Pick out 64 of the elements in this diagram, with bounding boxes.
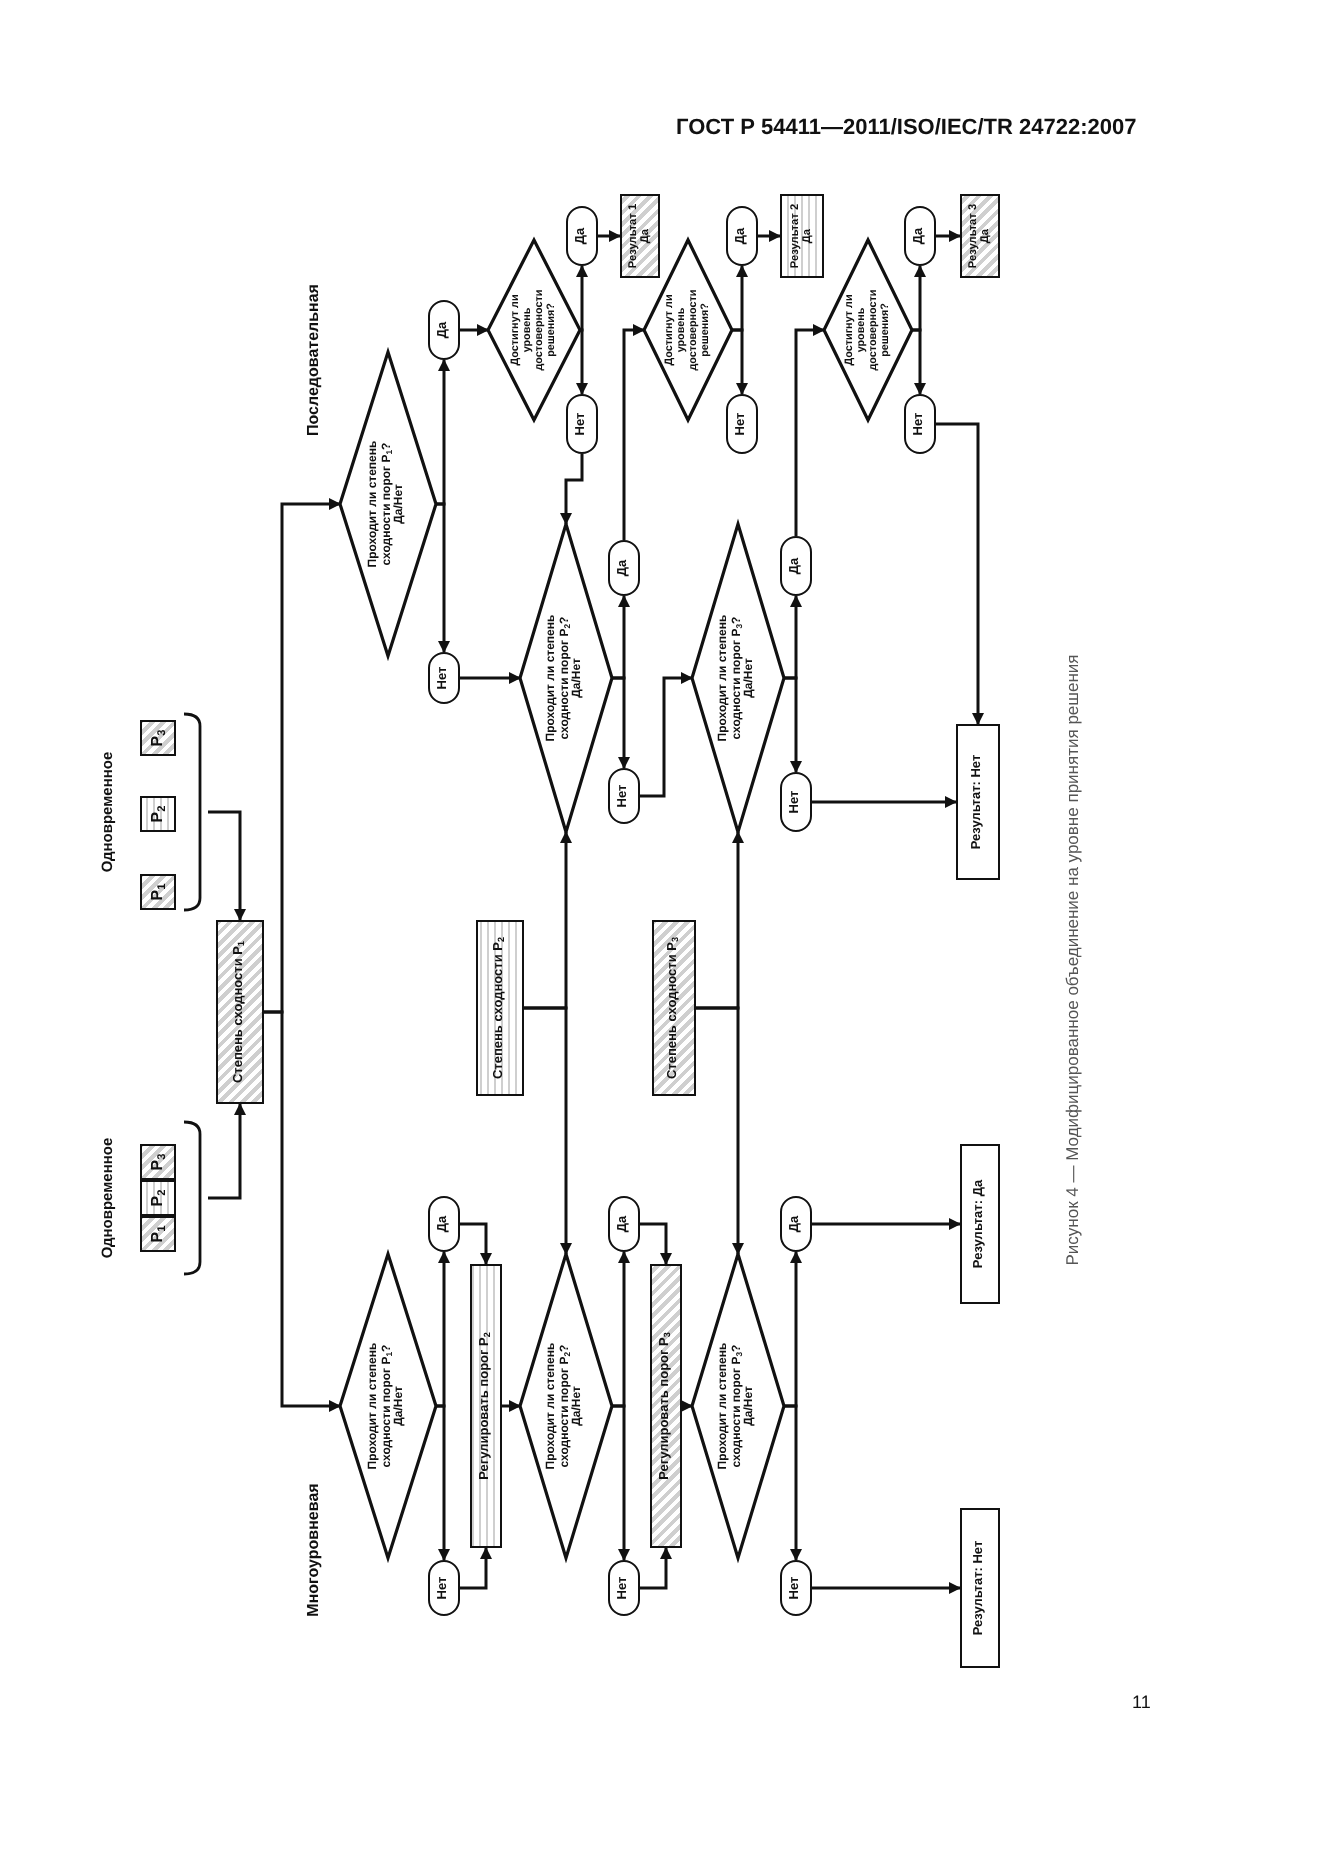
arrow bbox=[460, 1222, 492, 1265]
arrow bbox=[681, 1400, 693, 1412]
arrow bbox=[936, 230, 961, 242]
process-box bbox=[652, 920, 696, 1096]
arrow bbox=[460, 672, 521, 684]
arrow bbox=[436, 502, 450, 653]
arrow bbox=[502, 1400, 521, 1412]
arrow bbox=[640, 1547, 672, 1590]
running-header: ГОСТ Р 54411—2011/ISO/IEC/TR 24722:2007 bbox=[676, 116, 1137, 140]
arrow bbox=[576, 328, 588, 395]
process-box bbox=[960, 1144, 1000, 1304]
branch-label: Многоуровневая bbox=[302, 1481, 324, 1621]
arrow bbox=[612, 1404, 630, 1561]
arrow bbox=[524, 1006, 572, 1255]
result-box bbox=[620, 194, 660, 278]
arrow bbox=[436, 1404, 450, 1561]
arrow bbox=[576, 265, 588, 332]
process-box bbox=[956, 724, 1000, 880]
arrow bbox=[784, 595, 802, 680]
arrow bbox=[696, 1006, 744, 1255]
result-box bbox=[780, 194, 824, 278]
arrow bbox=[560, 454, 584, 525]
arrow bbox=[640, 1222, 672, 1265]
arrow bbox=[812, 1582, 961, 1594]
process-box bbox=[650, 1264, 682, 1548]
arrow bbox=[436, 1251, 450, 1408]
arrow bbox=[264, 1010, 341, 1412]
arrow bbox=[208, 1103, 246, 1200]
parameter-box bbox=[140, 1144, 176, 1180]
page-number: 11 bbox=[1132, 1692, 1151, 1712]
arrow bbox=[812, 1218, 961, 1230]
arrow bbox=[612, 1251, 630, 1408]
arrow bbox=[912, 328, 926, 395]
arrow bbox=[936, 422, 984, 725]
process-box bbox=[216, 920, 264, 1104]
arrow bbox=[612, 676, 630, 769]
arrow bbox=[784, 1404, 802, 1561]
parameter-box bbox=[140, 720, 176, 756]
arrow bbox=[732, 328, 748, 395]
arrow bbox=[208, 810, 246, 921]
arrow bbox=[622, 324, 645, 540]
arrow bbox=[640, 672, 693, 798]
arrow bbox=[612, 595, 630, 680]
parameter-box bbox=[140, 874, 176, 910]
parameter-box bbox=[140, 1180, 176, 1216]
arrow bbox=[784, 676, 802, 773]
arrow bbox=[784, 1251, 802, 1408]
arrow bbox=[598, 230, 621, 242]
arrow bbox=[812, 796, 957, 808]
arrow bbox=[732, 265, 748, 332]
arrow bbox=[436, 359, 450, 506]
process-box bbox=[470, 1264, 502, 1548]
branch-label: Последовательная bbox=[302, 282, 324, 440]
process-box bbox=[960, 1508, 1000, 1668]
arrow bbox=[912, 265, 926, 332]
result-box bbox=[960, 194, 1000, 278]
arrow bbox=[758, 230, 781, 242]
arrow bbox=[794, 324, 825, 536]
arrow bbox=[460, 1547, 492, 1590]
parameter-box bbox=[140, 1216, 176, 1252]
figure-caption: Рисунок 4 — Модифицированное объединение на уровне принятия решения bbox=[1060, 652, 1084, 1270]
process-box bbox=[476, 920, 524, 1096]
parameter-box bbox=[140, 796, 176, 832]
arrow bbox=[460, 324, 489, 336]
